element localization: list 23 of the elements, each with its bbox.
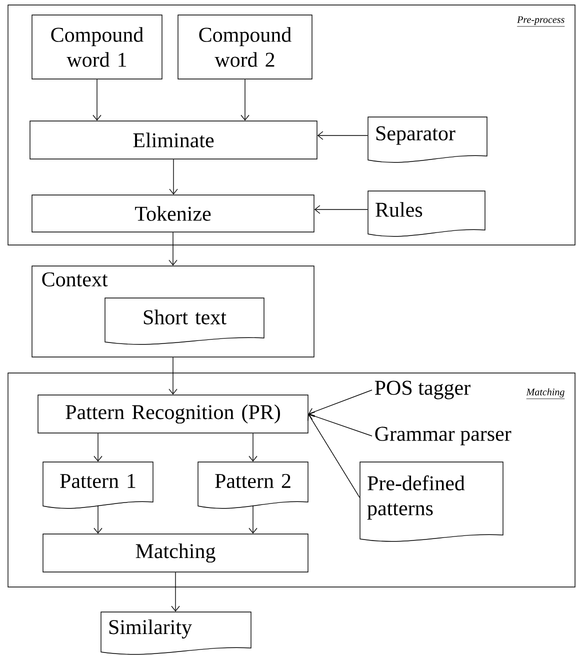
arrow (168, 357, 178, 395)
arrow (168, 232, 178, 266)
arrow (169, 159, 178, 195)
process-box: Pattern Recognition (PR) (38, 394, 308, 434)
process-box: Compound word 2 (178, 14, 312, 80)
arrow (171, 572, 180, 612)
arrow (94, 505, 102, 534)
process-box: Matching (42, 534, 308, 572)
input-label: Grammar parser (375, 426, 512, 446)
arrow (308, 412, 372, 436)
arrow (317, 131, 368, 140)
arrow (240, 79, 250, 121)
arrow (248, 433, 258, 462)
arrow (308, 390, 372, 416)
arrow (92, 79, 102, 121)
process-box: Compound word 1 (32, 14, 162, 80)
process-box: Eliminate (30, 120, 318, 160)
arrow (248, 505, 258, 534)
arrow (94, 433, 102, 462)
arrow (308, 414, 360, 498)
process-box: Tokenize (32, 194, 314, 232)
arrow (314, 205, 368, 214)
input-label: POS tagger (374, 380, 470, 400)
